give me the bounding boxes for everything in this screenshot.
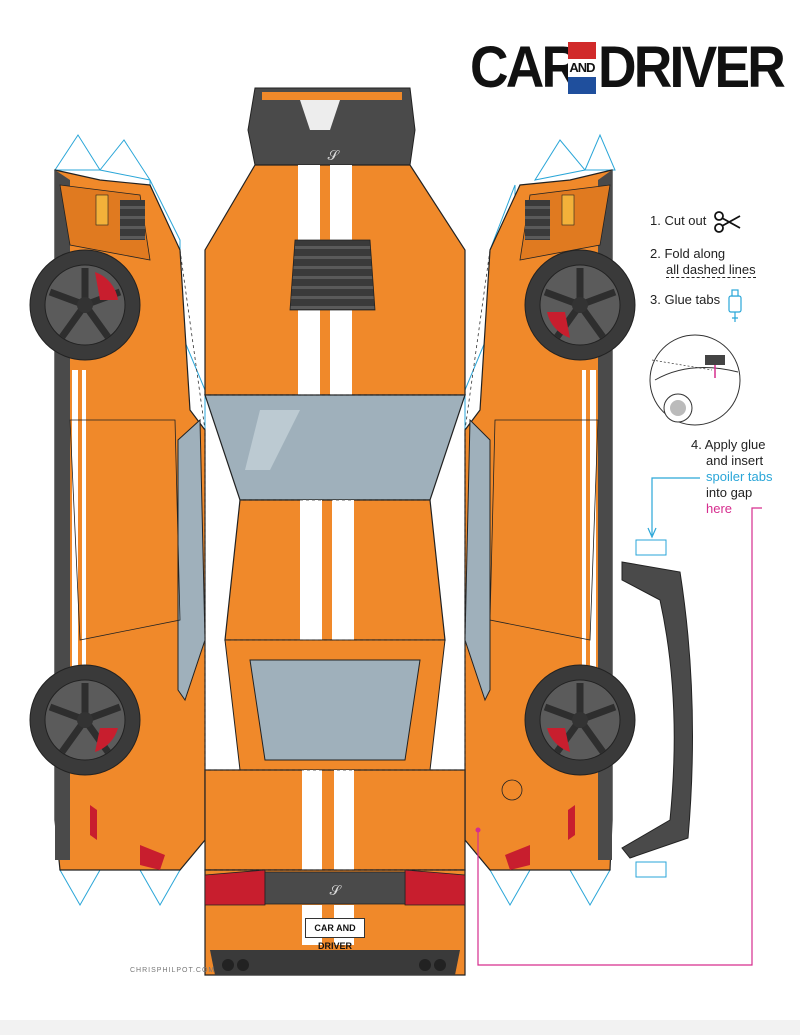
wheel-rear-right xyxy=(524,664,636,776)
spoiler-insert-diagram xyxy=(649,334,741,426)
logo-car-text: CAR xyxy=(470,35,580,100)
logo-and-flag: AND xyxy=(568,42,596,94)
glue-tab xyxy=(584,133,616,171)
page-bottom-strip xyxy=(0,1020,800,1035)
instruction-step-4-line1: 4. Apply glue xyxy=(691,437,766,452)
car-and-driver-logo: CAR AND DRIVER xyxy=(470,35,786,100)
glue-tab xyxy=(54,134,101,171)
instruction-step-4-here: here xyxy=(706,501,733,516)
wheel-front-left xyxy=(29,249,141,361)
logo-driver-text: DRIVER xyxy=(598,35,786,100)
glue-tab xyxy=(139,869,181,907)
scissors-icon xyxy=(714,211,741,233)
glue-tab xyxy=(569,869,611,907)
instruction-step-4-line4: into gap xyxy=(706,485,753,500)
right-side-panel xyxy=(464,133,636,907)
instruction-step-4-line2: and insert xyxy=(706,453,764,468)
center-body-strip: 𝒮 𝒮 xyxy=(204,87,466,976)
artist-credit: CHRISPHILPOT.COM xyxy=(130,967,216,974)
glue-tab xyxy=(489,869,531,907)
instruction-step-1: 1. Cut out xyxy=(650,213,707,228)
instruction-step-3: 3. Glue tabs xyxy=(650,292,721,307)
instruction-step-2-line1: 2. Fold along xyxy=(650,246,726,261)
glue-tab xyxy=(635,861,667,878)
wheel-rear-left xyxy=(29,664,141,776)
left-side-panel xyxy=(29,134,206,907)
glue-tab xyxy=(99,139,152,181)
glue-tab xyxy=(533,139,586,181)
dashed-underline-text: all dashed lines xyxy=(666,262,756,278)
glue-tab xyxy=(635,539,667,556)
glue-tab xyxy=(59,869,101,907)
license-plate: CAR AND DRIVER xyxy=(305,918,365,951)
svg-text:𝒮: 𝒮 xyxy=(330,883,343,899)
gap-callout-line xyxy=(477,507,762,966)
wheel-front-right xyxy=(524,249,636,361)
spoiler-cutout xyxy=(621,539,693,878)
logo-and-text: AND xyxy=(569,60,595,75)
spoiler-tab-callout-line xyxy=(651,477,700,535)
instruction-step-2-line2: all dashed lines xyxy=(666,262,756,278)
svg-text:𝒮: 𝒮 xyxy=(328,148,341,164)
instruction-step-4-spoiler-tabs: spoiler tabs xyxy=(706,469,773,484)
glue-bottle-icon xyxy=(728,289,742,322)
